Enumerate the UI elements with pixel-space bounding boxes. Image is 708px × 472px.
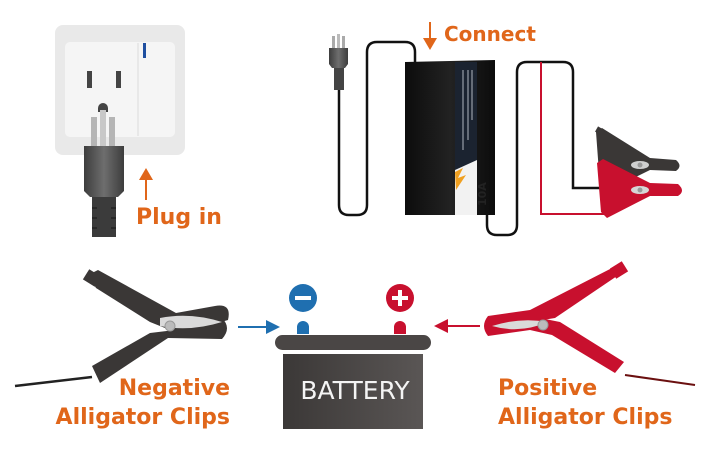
up-arrow-icon [139,168,153,200]
small-positive-clip [597,159,682,218]
battery-body [283,354,423,429]
positive-terminal [386,284,414,334]
ac-cord [337,40,417,217]
charger-assembly [329,34,682,237]
connect-label: Connect [444,22,536,46]
negative-alligator-clip [14,269,229,388]
negative-clips-label: Negative Alligator Clips [40,374,230,432]
negative-terminal [289,284,317,334]
positive-clips-line1: Positive [498,376,598,401]
outlet-ground-hole [98,103,108,112]
plug-in-label: Plug in [136,205,222,230]
battery-label: BATTERY [300,376,410,405]
power-plug [84,110,124,237]
down-arrow-icon [423,22,437,50]
battery-lid [275,335,431,350]
wall-outlet [55,25,185,155]
charger-plug [329,34,348,112]
negative-arrow-icon [238,320,280,334]
switch-indicator [143,43,146,58]
outlet-slot-right [116,71,121,88]
outlet-face [65,42,175,137]
positive-alligator-clip [484,261,696,386]
positive-clips-label: Positive Alligator Clips [498,374,698,432]
outlet-slot-left [87,71,92,88]
negative-output-cord [485,60,608,237]
negative-clips-line2: Alligator Clips [55,405,230,430]
negative-clips-line1: Negative [118,376,230,401]
charger-rating-label: 10A [476,182,489,206]
battery [275,284,431,429]
positive-clips-line2: Alligator Clips [498,405,673,430]
positive-arrow-icon [434,319,480,333]
positive-output-cord [540,62,606,215]
